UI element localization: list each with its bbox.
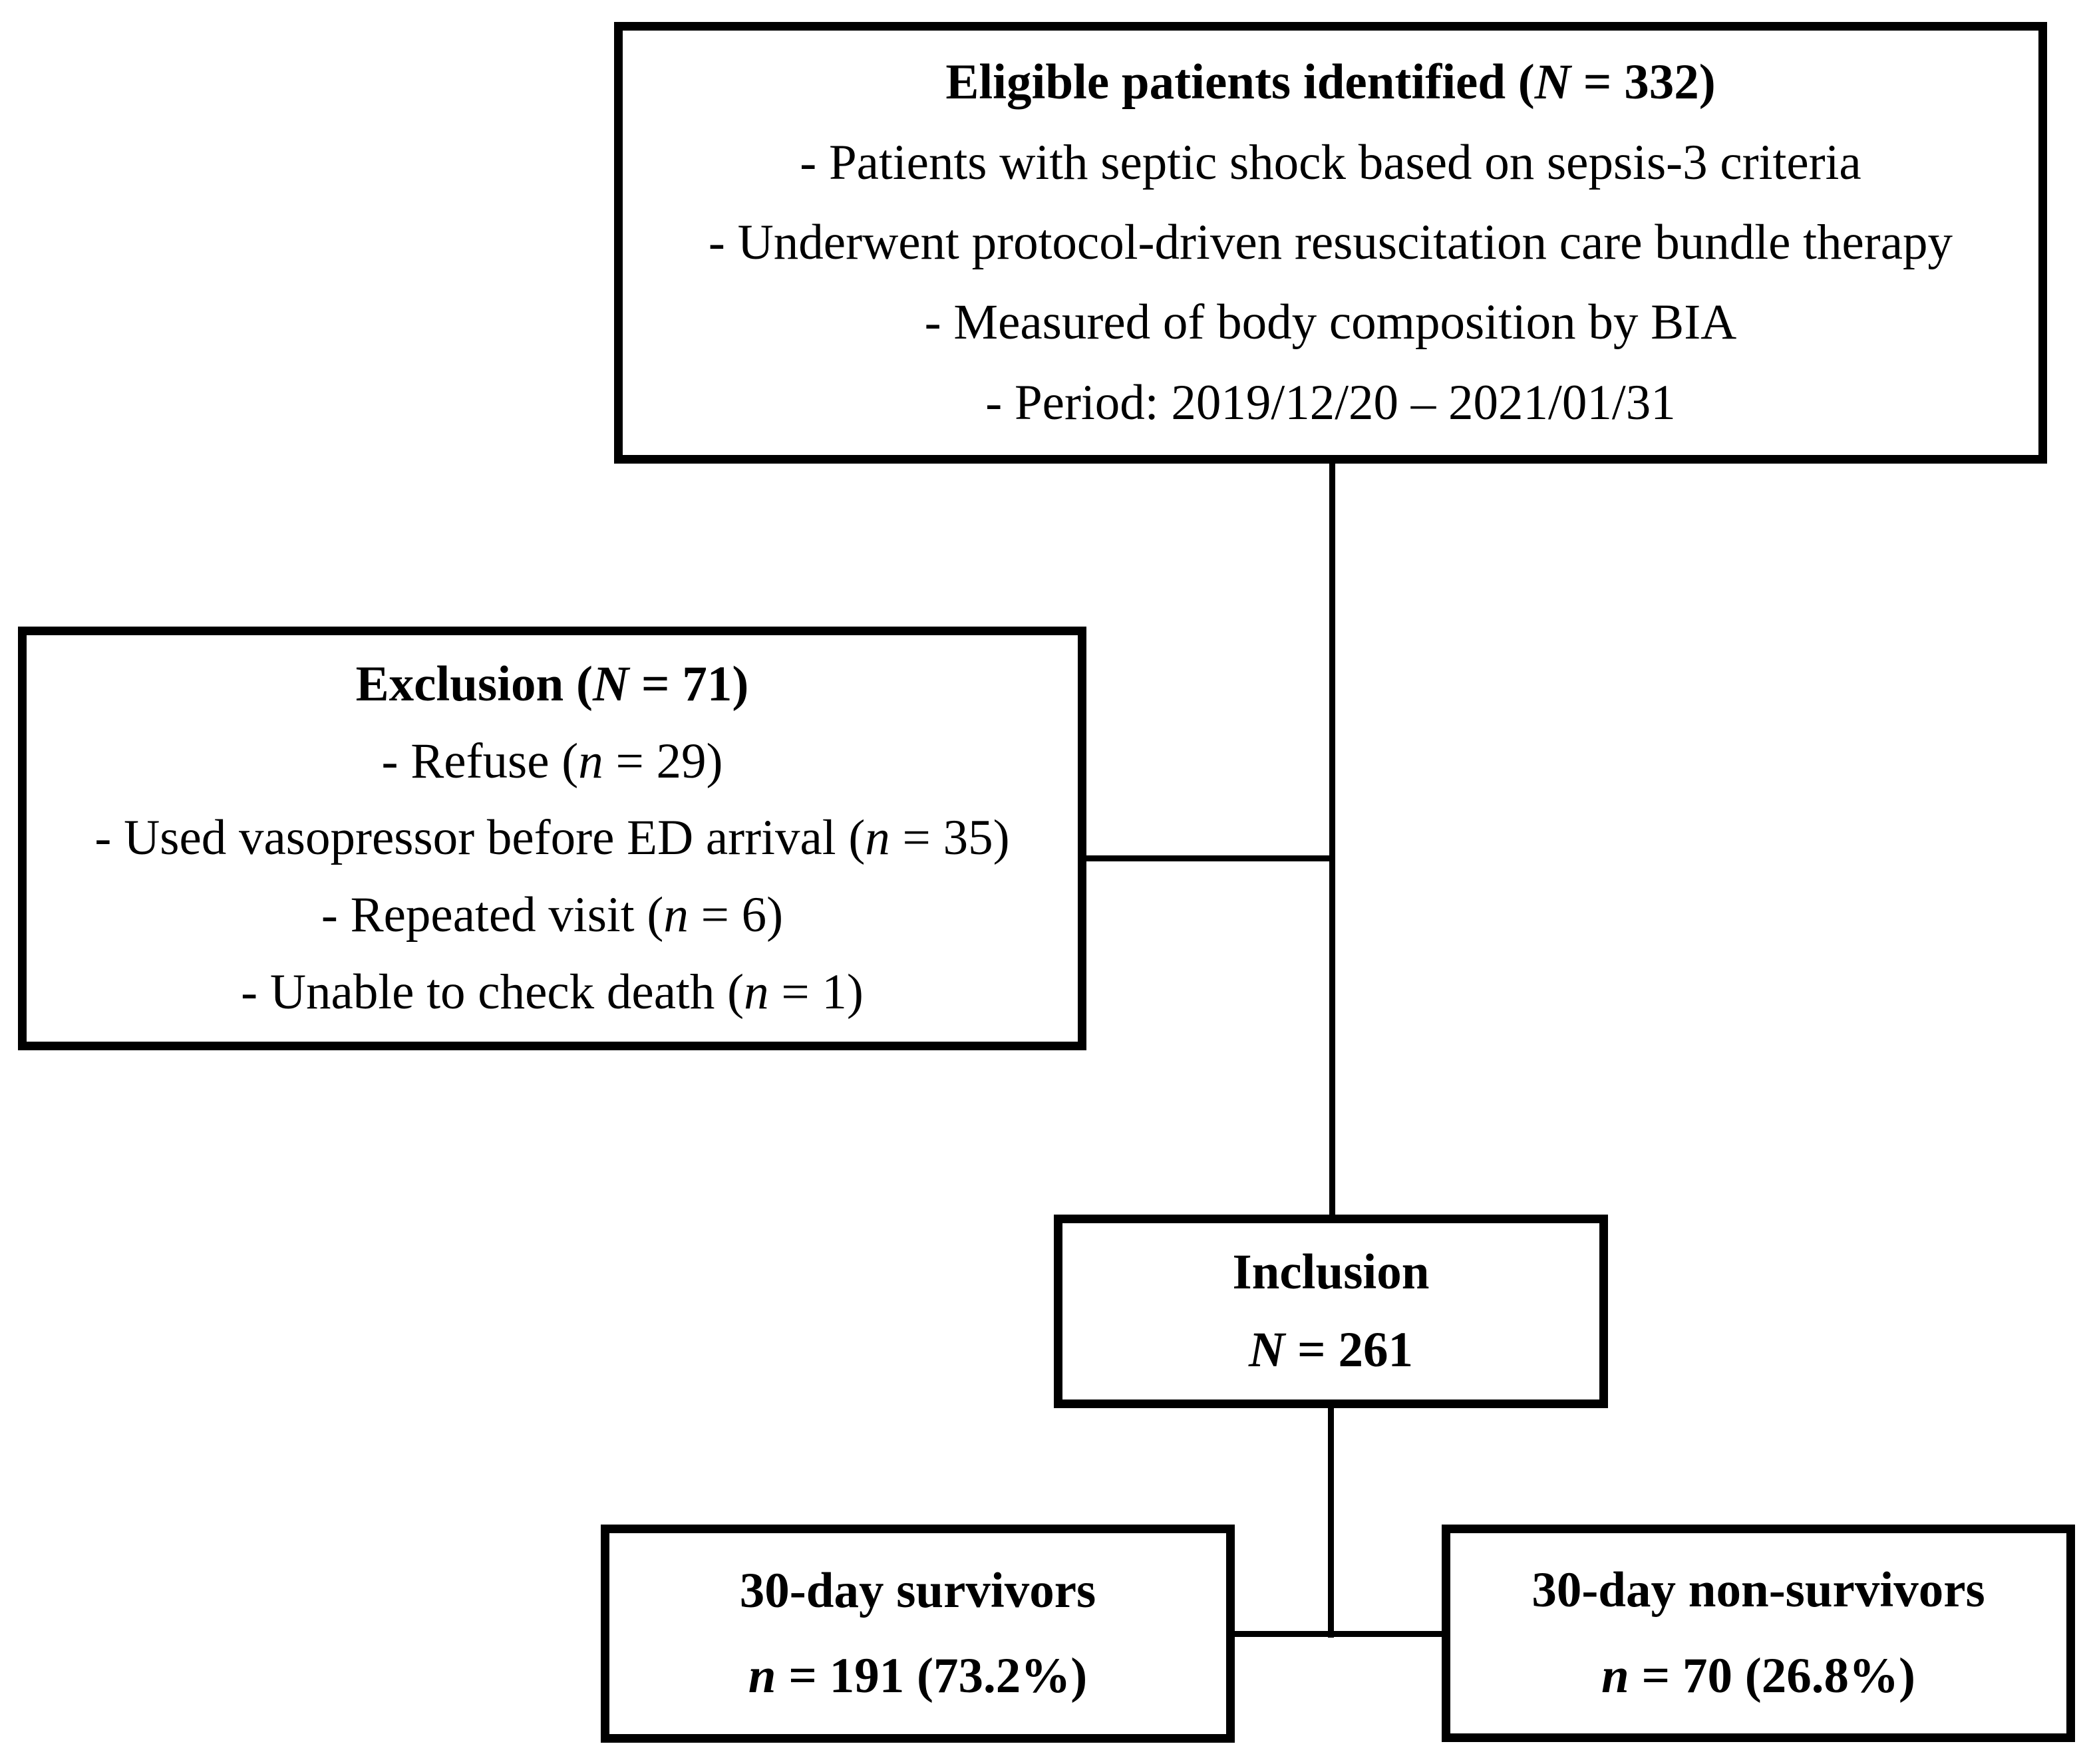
text-segment: = 261 xyxy=(1285,1322,1413,1378)
text-line: - Used vasopressor before ED arrival (n … xyxy=(94,810,1009,866)
italic-variable: n xyxy=(748,1648,776,1704)
text-segment: - Used vasopressor before ED arrival ( xyxy=(94,810,866,866)
connector-horizontal-exclusion xyxy=(1086,855,1335,861)
connector-vertical-bottom xyxy=(1328,1408,1334,1638)
text-line: Eligible patients identified (N = 332) xyxy=(945,55,1715,110)
text-segment: = 191 (73.2%) xyxy=(776,1648,1088,1704)
box-30-day-non-survivors: 30-day non-survivors n = 70 (26.8%) xyxy=(1442,1525,2075,1742)
text-line: - Measured of body composition by BIA xyxy=(925,295,1737,351)
text-segment: - Refuse ( xyxy=(381,733,579,789)
italic-variable: n xyxy=(663,887,689,943)
text-line: Inclusion xyxy=(1233,1245,1430,1300)
italic-variable: n xyxy=(578,733,603,789)
italic-variable: n xyxy=(744,964,769,1020)
text-line: n = 191 (73.2%) xyxy=(748,1648,1087,1704)
text-line: N = 261 xyxy=(1249,1322,1413,1378)
italic-variable: N xyxy=(1249,1322,1285,1378)
italic-variable: N xyxy=(1534,55,1571,110)
text-segment: Inclusion xyxy=(1232,1245,1430,1300)
box-30-day-survivors: 30-day survivors n = 191 (73.2%) xyxy=(601,1525,1235,1743)
text-segment: Eligible patients identified ( xyxy=(945,55,1535,110)
italic-variable: n xyxy=(865,810,890,866)
text-line: - Period: 2019/12/20 – 2021/01/31 xyxy=(985,375,1675,431)
text-segment: = 29) xyxy=(603,733,723,789)
text-segment: - Measured of body composition by BIA xyxy=(924,295,1737,351)
text-segment: = 70 (26.8%) xyxy=(1629,1648,1915,1703)
text-line: 30-day survivors xyxy=(740,1563,1096,1619)
text-line: - Patients with septic shock based on se… xyxy=(800,135,1861,191)
text-line: n = 70 (26.8%) xyxy=(1601,1648,1915,1704)
text-line: Exclusion (N = 71) xyxy=(356,657,749,712)
connector-vertical-top xyxy=(1329,464,1335,1215)
text-segment: = 1) xyxy=(768,964,864,1020)
text-segment: 30-day survivors xyxy=(739,1562,1096,1618)
text-segment: - Unable to check death ( xyxy=(241,964,744,1020)
text-line: - Underwent protocol-driven resuscitatio… xyxy=(709,215,1953,271)
text-segment: 30-day non-survivors xyxy=(1531,1562,1985,1618)
text-segment: - Repeated visit ( xyxy=(321,887,664,943)
box-eligible-patients: Eligible patients identified (N = 332) - … xyxy=(614,22,2047,464)
text-segment: - Patients with septic shock based on se… xyxy=(800,134,1861,190)
text-segment: - Underwent protocol-driven resuscitatio… xyxy=(708,214,1953,270)
text-line: - Refuse (n = 29) xyxy=(382,734,723,790)
text-line: - Unable to check death (n = 1) xyxy=(241,964,864,1020)
italic-variable: N xyxy=(592,656,629,712)
connector-horizontal-split xyxy=(1235,1631,1442,1637)
text-line: 30-day non-survivors xyxy=(1531,1562,1985,1618)
italic-variable: n xyxy=(1601,1648,1629,1703)
text-segment: = 6) xyxy=(688,887,784,943)
text-segment: Exclusion ( xyxy=(355,656,593,712)
text-line: - Repeated visit (n = 6) xyxy=(321,887,783,943)
text-segment: - Period: 2019/12/20 – 2021/01/31 xyxy=(985,374,1676,430)
text-segment: = 71) xyxy=(629,656,749,712)
text-segment: = 332) xyxy=(1570,55,1716,110)
box-exclusion: Exclusion (N = 71)- Refuse (n = 29)- Use… xyxy=(18,627,1086,1050)
text-segment: = 35) xyxy=(889,810,1010,866)
